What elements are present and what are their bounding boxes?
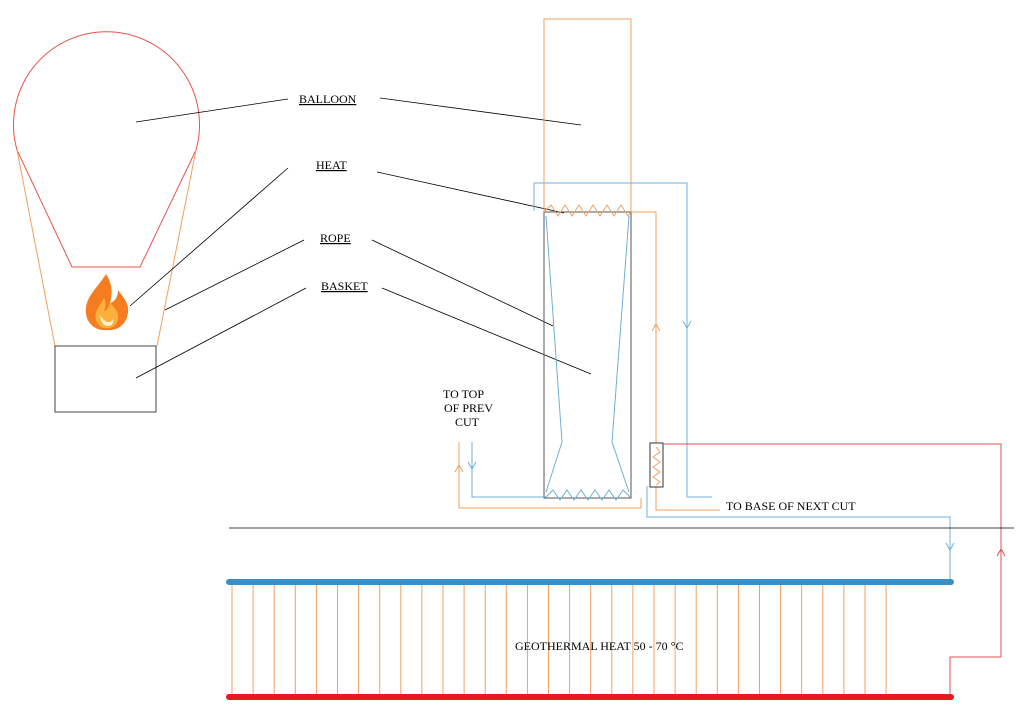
hot-pipe-line <box>663 443 1002 696</box>
leader-basket-right <box>381 287 592 375</box>
label-rope: ROPE <box>320 231 351 245</box>
label-to-base: TO BASE OF NEXT CUT <box>726 499 856 513</box>
geothermal-field <box>226 579 954 700</box>
rope-left <box>16 149 56 347</box>
basket-column <box>543 211 632 499</box>
leader-rope-left <box>164 239 305 311</box>
cold-arrow-down-left <box>467 461 477 471</box>
leader-rope-right <box>371 239 554 327</box>
cold-pipe-outer <box>533 182 712 498</box>
heater-coil-bottom <box>545 489 631 501</box>
warm-return-left <box>458 442 642 509</box>
balloon-envelope <box>13 31 200 268</box>
rope-left-column <box>545 215 563 493</box>
label-to-top-1: TO TOP <box>443 387 484 401</box>
label-to-top-2: OF PREV <box>444 401 493 415</box>
heat-exchanger <box>649 442 664 488</box>
leader-lines <box>129 97 592 379</box>
label-basket: BASKET <box>321 279 368 293</box>
leader-basket-left <box>135 287 307 379</box>
leader-balloon-left <box>135 98 289 123</box>
warm-pipe-riser <box>631 211 720 511</box>
hot-pipe <box>663 443 1006 696</box>
leader-heat-right <box>376 171 565 214</box>
warm-arrow-up <box>651 322 661 332</box>
rope-right-column <box>611 215 630 493</box>
cold-supply-arrow <box>945 542 955 552</box>
cold-pipe-loop <box>533 182 712 498</box>
hot-arrow-up <box>996 547 1006 557</box>
fire-icon <box>85 274 129 331</box>
label-to-top-3: CUT <box>455 415 480 429</box>
warm-pipe <box>454 211 720 511</box>
basket-box <box>54 345 157 413</box>
cold-return-left <box>471 442 546 498</box>
heater-coil-top <box>543 204 632 217</box>
heat-exchanger-coil <box>652 446 661 486</box>
field-vertical-lines <box>231 585 887 694</box>
balloon-illustration <box>13 31 200 413</box>
cold-supply <box>646 486 955 582</box>
cold-arrow-down <box>682 320 692 330</box>
label-balloon: BALLOON <box>299 92 357 106</box>
leader-balloon-right <box>379 97 582 126</box>
rope-right <box>156 149 197 347</box>
leader-heat-left <box>129 167 289 307</box>
label-geothermal: GEOTHERMAL HEAT 50 - 70 °C <box>515 639 683 653</box>
column-system <box>543 18 632 501</box>
warm-arrow-up-left <box>454 463 464 473</box>
label-heat: HEAT <box>316 158 347 172</box>
